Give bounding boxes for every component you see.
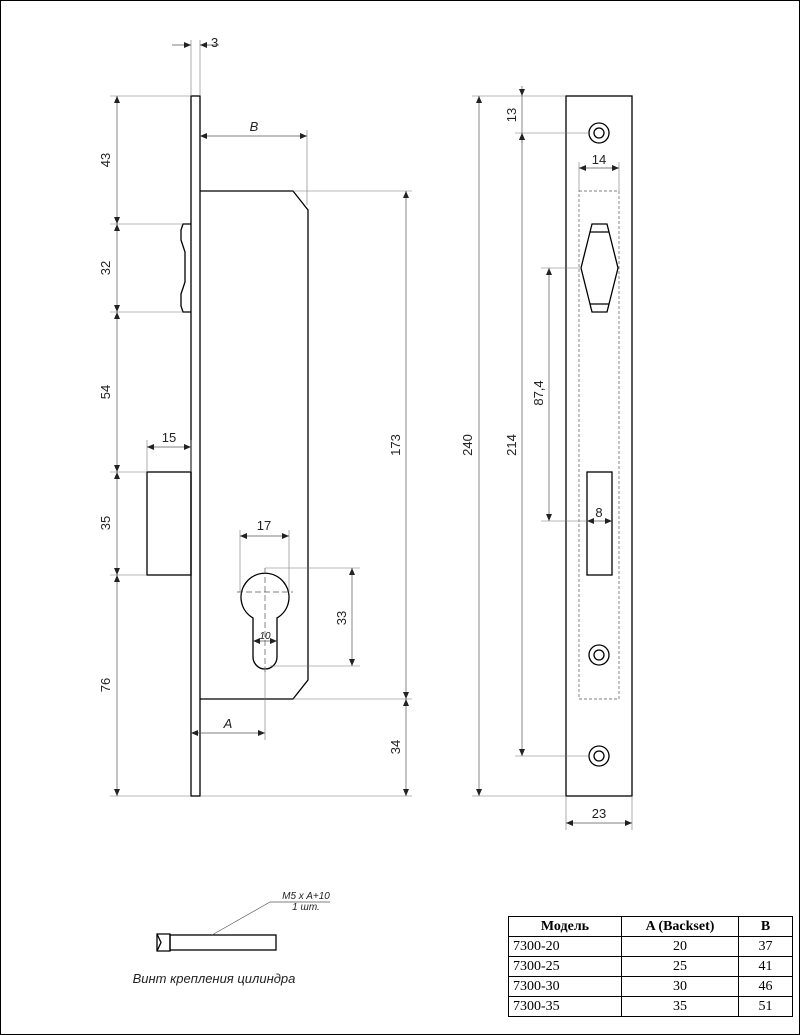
- front-latch-opening: [580, 223, 619, 313]
- cell-b: 37: [738, 936, 793, 957]
- cell-model: 7300-25: [508, 956, 622, 977]
- dim-34: 34: [388, 740, 403, 754]
- cell-b: 51: [738, 996, 793, 1017]
- front-view: 240 13 214 87,4 14 8 23: [460, 86, 633, 830]
- side-latch: [180, 223, 191, 313]
- dim-15: 15: [162, 430, 176, 445]
- screw-caption: Винт крепления цилиндра: [133, 971, 296, 986]
- cell-model: 7300-30: [508, 976, 622, 997]
- dim-a: A: [223, 716, 233, 731]
- front-faceplate: [565, 95, 633, 797]
- dim-214: 214: [504, 434, 519, 456]
- cell-a: 25: [621, 956, 739, 977]
- dim-10: 10: [259, 631, 271, 642]
- side-lock-body: [200, 190, 309, 700]
- dim-32: 32: [98, 261, 113, 275]
- cell-model: 7300-20: [508, 936, 622, 957]
- table-header-row: Модель A (Backset) B: [508, 916, 793, 937]
- screw-qty: 1 шт.: [292, 902, 320, 913]
- dim-33: 33: [334, 611, 349, 625]
- screw-hole-middle: [588, 644, 610, 666]
- table-row: 7300-25 25 41: [508, 956, 793, 977]
- side-deadbolt: [146, 471, 192, 576]
- dim-43: 43: [98, 153, 113, 167]
- table-row: 7300-20 20 37: [508, 936, 793, 957]
- header-model: Модель: [508, 916, 622, 937]
- cell-model: 7300-35: [508, 996, 622, 1017]
- dim-35: 35: [98, 516, 113, 530]
- front-deadbolt-opening: [586, 471, 613, 576]
- dim-240: 240: [460, 434, 475, 456]
- side-faceplate: [190, 95, 201, 797]
- dim-3: 3: [211, 35, 218, 50]
- dim-87-4: 87,4: [531, 380, 546, 405]
- header-backset-a: A (Backset): [621, 916, 739, 937]
- cell-a: 35: [621, 996, 739, 1017]
- table-row: 7300-30 30 46: [508, 976, 793, 997]
- model-table: Модель A (Backset) B 7300-20 20 37 7300-…: [508, 916, 793, 1017]
- header-b: B: [738, 916, 793, 937]
- side-view: 43 32 54 35 76 3 B 15 17 33 10: [98, 35, 412, 797]
- cell-a: 20: [621, 936, 739, 957]
- dim-14: 14: [592, 152, 606, 167]
- screw-hole-top: [588, 122, 610, 144]
- cylinder-screw: M5 x A+10 1 шт. Винт крепления цилиндра: [133, 891, 331, 986]
- dim-173: 173: [388, 434, 403, 456]
- dim-23: 23: [592, 806, 606, 821]
- table-row: 7300-35 35 51: [508, 996, 793, 1017]
- screw-hole-bottom: [588, 745, 610, 767]
- cell-b: 46: [738, 976, 793, 997]
- dim-b: B: [250, 119, 259, 134]
- dim-8: 8: [595, 505, 602, 520]
- dim-76: 76: [98, 678, 113, 692]
- front-body-outline: [578, 190, 620, 700]
- dim-17: 17: [257, 518, 271, 533]
- cell-b: 41: [738, 956, 793, 977]
- screw-spec: M5 x A+10: [282, 891, 330, 902]
- dim-13: 13: [504, 108, 519, 122]
- dim-54: 54: [98, 385, 113, 399]
- cell-a: 30: [621, 976, 739, 997]
